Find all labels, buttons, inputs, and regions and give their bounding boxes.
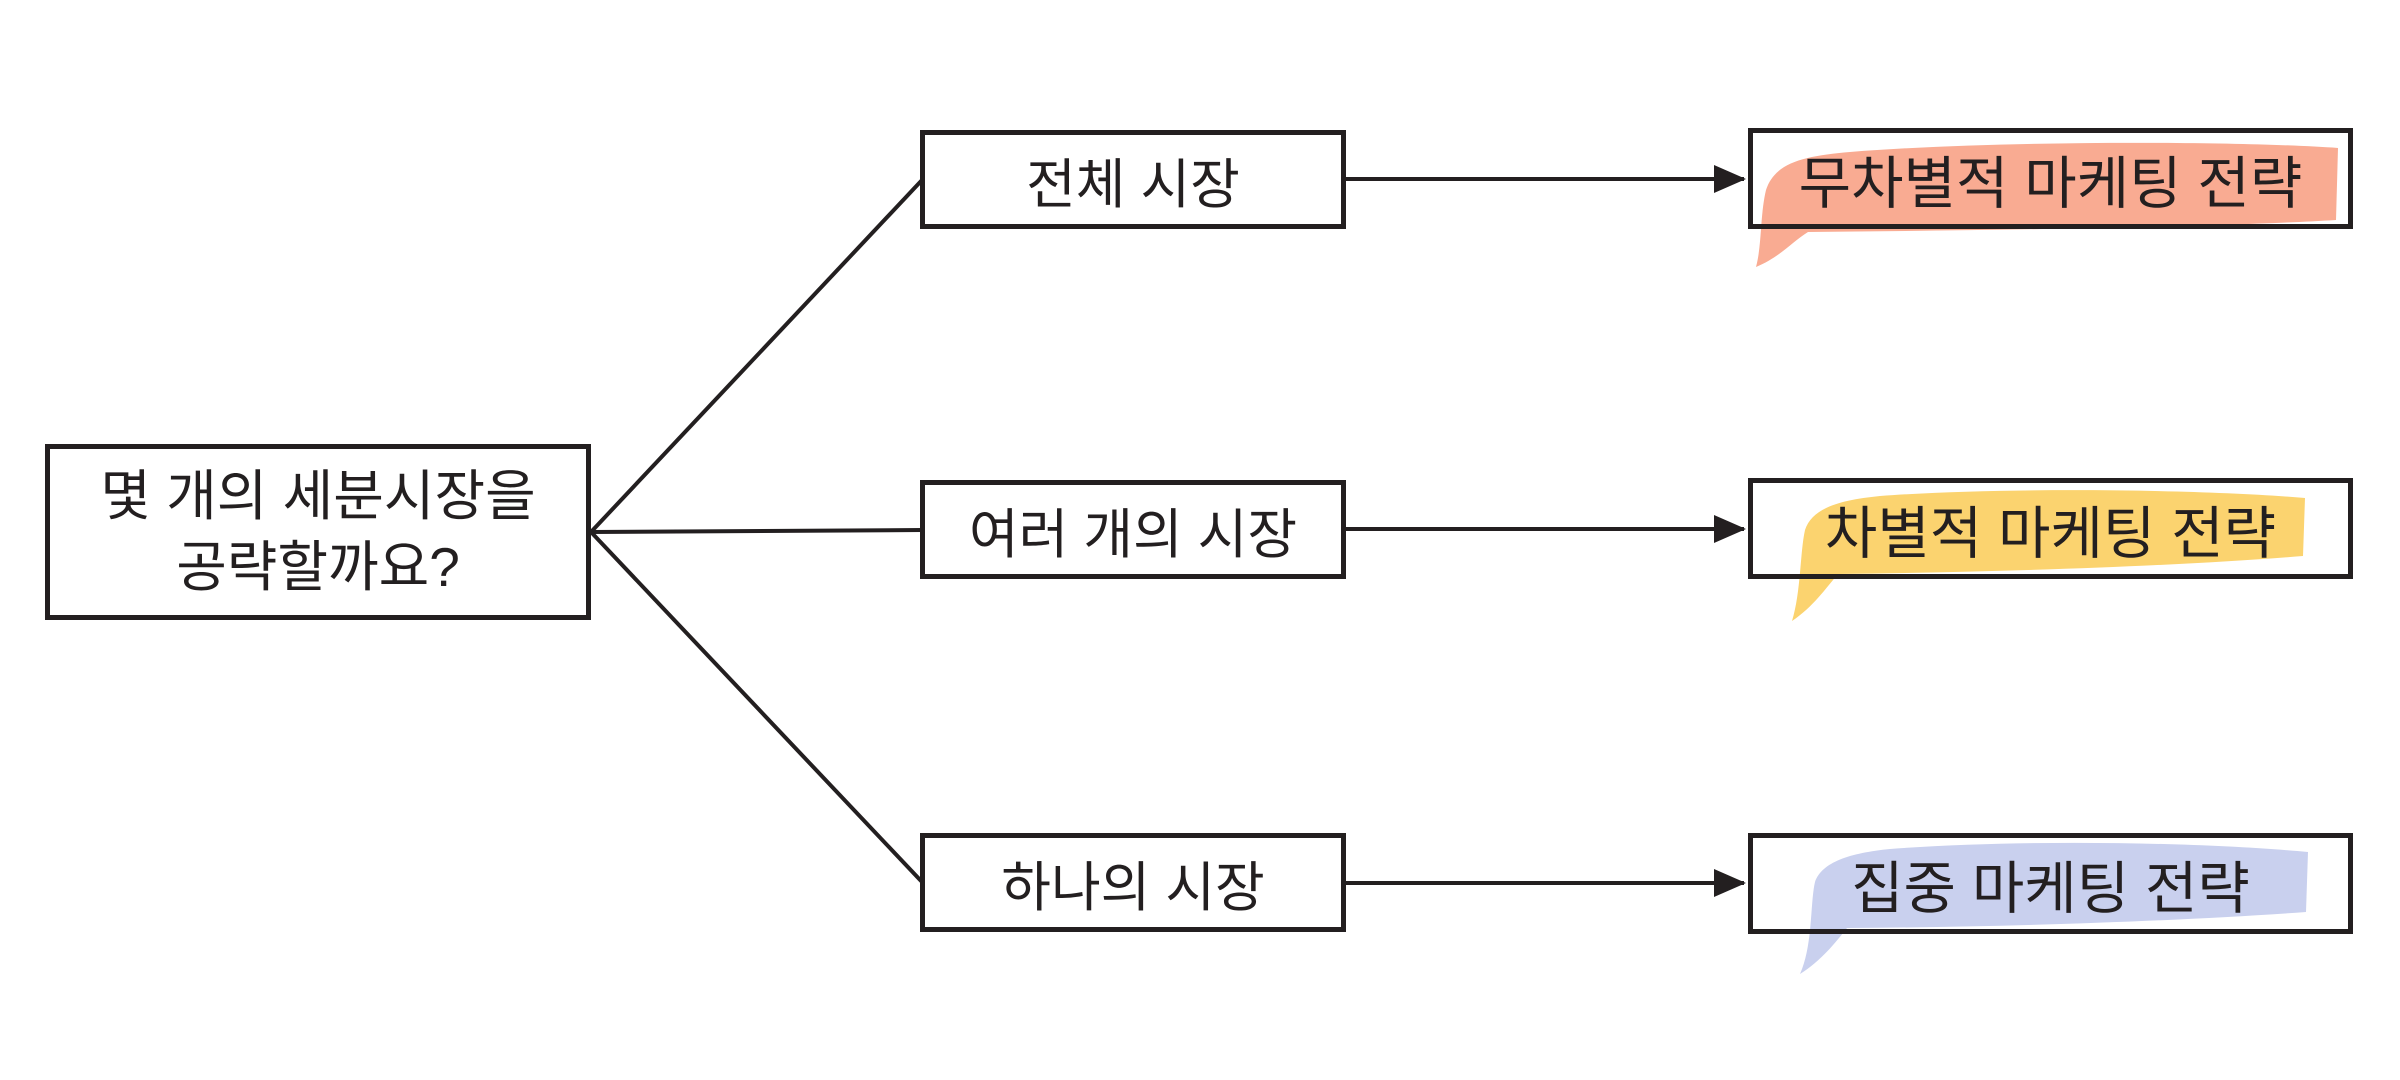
strategy-box-concentrated: 집중 마케팅 전략 bbox=[1748, 833, 2353, 934]
highlight-differentiated bbox=[1792, 490, 2305, 621]
strategy-label-concentrated: 집중 마케팅 전략 bbox=[1851, 856, 2250, 921]
branch-line-single-market bbox=[589, 530, 925, 885]
branch-line-several-markets bbox=[590, 528, 924, 534]
strategy-label-undifferentiated: 무차별적 마케팅 전략 bbox=[1798, 151, 2303, 216]
strategy-box-undifferentiated: 무차별적 마케팅 전략 bbox=[1748, 128, 2353, 229]
option-label-entire-market: 전체 시장 bbox=[1026, 155, 1240, 215]
strategy-label-differentiated: 차별적 마케팅 전략 bbox=[1824, 501, 2277, 566]
strategy-box-differentiated: 차별적 마케팅 전략 bbox=[1748, 478, 2353, 579]
connector-lines bbox=[589, 165, 1746, 897]
branch-line-entire-market bbox=[589, 177, 925, 534]
highlight-concentrated bbox=[1800, 842, 2308, 974]
option-box-single-market: 하나의 시장 bbox=[920, 833, 1346, 932]
root-question-label: 몇 개의 세분시장을 공략할까요? bbox=[100, 464, 536, 599]
option-label-single-market: 하나의 시장 bbox=[1001, 858, 1265, 918]
root-question-box: 몇 개의 세분시장을 공략할까요? bbox=[45, 444, 591, 620]
option-box-entire-market: 전체 시장 bbox=[920, 130, 1346, 229]
option-box-several-markets: 여러 개의 시장 bbox=[920, 480, 1346, 579]
option-label-several-markets: 여러 개의 시장 bbox=[968, 505, 1298, 565]
highlight-undifferentiated bbox=[1756, 142, 2338, 267]
